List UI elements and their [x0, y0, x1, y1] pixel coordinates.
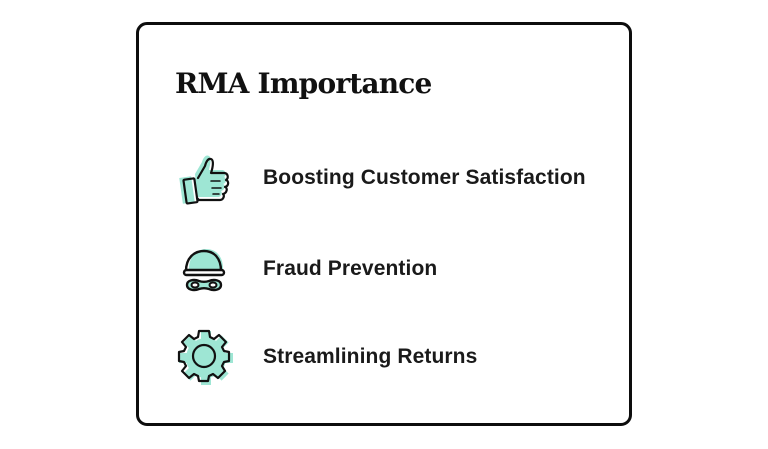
burglar-mask-icon [175, 239, 235, 299]
gear-icon [175, 327, 235, 387]
list-item-fraud-prevention: Fraud Prevention [175, 239, 437, 299]
card-title: RMA Importance [175, 67, 432, 100]
list-item-customer-satisfaction: Boosting Customer Satisfaction [175, 148, 586, 208]
list-item-streamlining-returns: Streamlining Returns [175, 327, 477, 387]
item-label: Fraud Prevention [263, 257, 438, 280]
thumbs-up-icon [175, 148, 235, 208]
item-label: Boosting Customer Satisfaction [263, 166, 586, 189]
rma-importance-card: RMA Importance Boosting Customer Satisfa… [136, 22, 632, 426]
item-label: Streamlining Returns [263, 345, 478, 368]
